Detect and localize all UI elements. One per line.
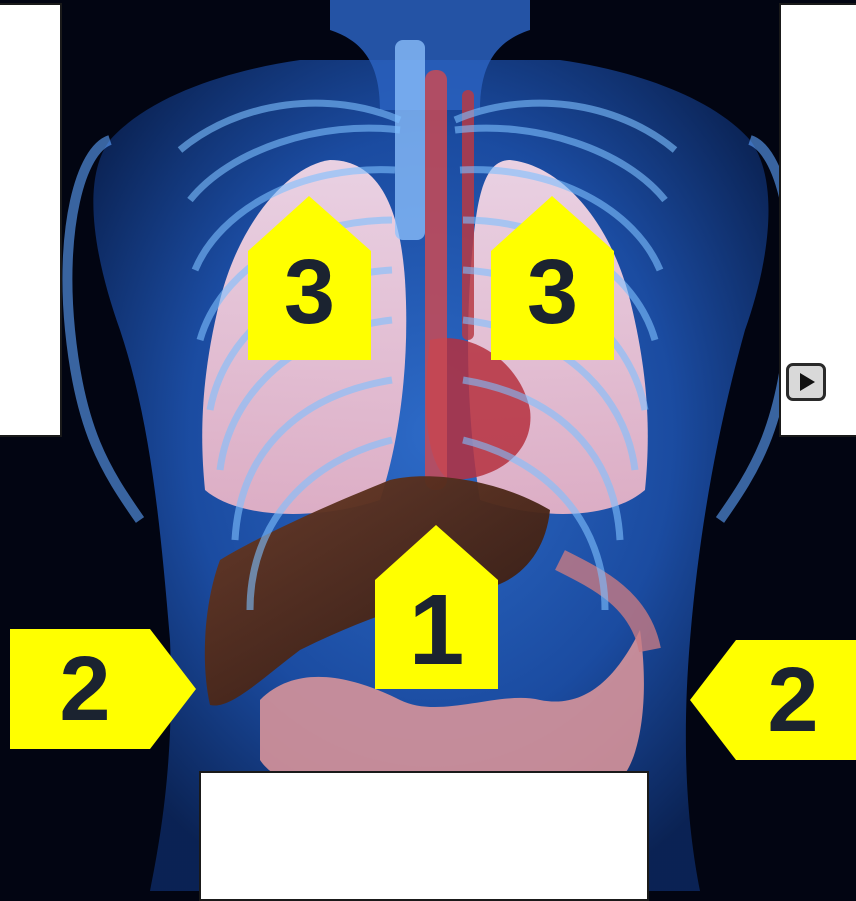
- lung-right-label: 3: [491, 246, 614, 338]
- ribs-left-label: 2: [10, 643, 160, 735]
- diaphragm-marker[interactable]: 1: [375, 525, 498, 689]
- ribs-left-marker[interactable]: 2: [10, 629, 196, 749]
- ribs-right-label: 2: [730, 654, 856, 746]
- trachea: [425, 70, 447, 490]
- spine: [395, 40, 425, 240]
- diaphragm-label: 1: [375, 580, 498, 680]
- lung-left-marker[interactable]: 3: [248, 196, 371, 360]
- play-button[interactable]: [786, 363, 826, 401]
- answer-box-bottom[interactable]: [199, 771, 649, 901]
- lung-right-marker[interactable]: 3: [491, 196, 614, 360]
- lung-left-label: 3: [248, 246, 371, 338]
- play-icon: [797, 372, 817, 392]
- ribs-right-marker[interactable]: 2: [690, 640, 856, 760]
- answer-box-top-left[interactable]: [0, 3, 62, 437]
